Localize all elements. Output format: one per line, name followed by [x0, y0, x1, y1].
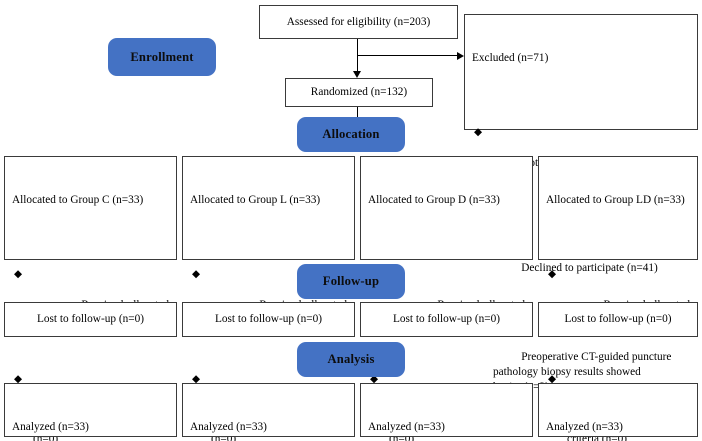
- stage-label-analysis: Analysis: [297, 342, 405, 377]
- diamond-bullet-icon: ◆: [192, 269, 201, 281]
- connector-branch-to-excluded: [357, 55, 458, 57]
- assessed-for-eligibility-box: Assessed for eligibility (n=203): [259, 5, 458, 39]
- stage-label-analysis-text: Analysis: [327, 352, 375, 366]
- allocation-box-group-d: Allocated to Group D (n=33) ◆ Received a…: [360, 156, 533, 441]
- followup-box-group-l: Lost to follow-up (n=0): [182, 302, 355, 337]
- analysis-content-group-l: Analyzed (n=33) ◆ Excluded from analysis…: [190, 390, 347, 441]
- analysis-content-group-c: Analyzed (n=33) ◆ Excluded from analysis…: [12, 390, 169, 441]
- analysis-box-group-l: Analyzed (n=33) ◆ Excluded from analysis…: [182, 383, 355, 437]
- arrow-into-excluded-icon: [457, 51, 464, 60]
- analysis-content-group-ld: Analyzed (n=33) ◆ Excluded from analysis…: [546, 390, 690, 441]
- followup-text: Lost to follow-up (n=0): [36, 313, 145, 326]
- excluded-lead: Excluded (n=71): [472, 51, 549, 64]
- connector-randomized-to-allocation: [357, 107, 359, 120]
- analysis-content-group-d: Analyzed (n=33) ◆ Excluded from analysis…: [368, 390, 525, 441]
- assessed-for-eligibility-text: Assessed for eligibility (n=203): [286, 15, 431, 28]
- diamond-bullet-icon: ◆: [548, 373, 557, 385]
- diamond-bullet-icon: ◆: [192, 373, 201, 385]
- list-item: ◆ Declined to participate (n=41): [472, 231, 690, 291]
- diamond-bullet-icon: ◆: [474, 127, 483, 139]
- arrow-into-randomized-icon: [353, 71, 361, 78]
- stage-label-allocation-text: Allocation: [322, 127, 380, 141]
- stage-label-followup: Follow-up: [297, 264, 405, 299]
- analysis-box-group-c: Analyzed (n=33) ◆ Excluded from analysis…: [4, 383, 177, 437]
- analysis-box-group-ld: Analyzed (n=33) ◆ Excluded from analysis…: [538, 383, 698, 437]
- excluded-box: Excluded (n=71) ◆ Not meeting inclusion …: [464, 14, 698, 393]
- randomized-box: Randomized (n=132): [285, 78, 433, 107]
- allocation-box-group-c: Allocated to Group C (n=33) ◆ Received a…: [4, 156, 177, 441]
- followup-box-group-c: Lost to follow-up (n=0): [4, 302, 177, 337]
- stage-label-enrollment: Enrollment: [108, 38, 216, 76]
- diamond-bullet-icon: ◆: [14, 373, 23, 385]
- stage-label-followup-text: Follow-up: [322, 274, 380, 288]
- allocation-lead: Allocated to Group D (n=33): [368, 193, 500, 206]
- stage-label-enrollment-text: Enrollment: [130, 49, 194, 64]
- analysis-lead: Analyzed (n=33): [546, 420, 623, 433]
- followup-text: Lost to follow-up (n=0): [392, 313, 501, 326]
- diamond-bullet-icon: ◆: [370, 373, 379, 385]
- allocation-lead: Allocated to Group LD (n=33): [546, 193, 685, 206]
- stage-label-allocation: Allocation: [297, 117, 405, 152]
- followup-box-group-d: Lost to follow-up (n=0): [360, 302, 533, 337]
- diamond-bullet-icon: ◆: [548, 269, 557, 281]
- list-item-text: Declined to participate (n=41): [521, 261, 658, 274]
- allocation-lead: Allocated to Group L (n=33): [190, 193, 321, 206]
- followup-text: Lost to follow-up (n=0): [564, 313, 672, 326]
- allocation-lead: Allocated to Group C (n=33): [12, 193, 144, 206]
- diamond-bullet-icon: ◆: [14, 269, 23, 281]
- followup-box-group-ld: Lost to follow-up (n=0): [538, 302, 698, 337]
- analysis-lead: Analyzed (n=33): [12, 420, 89, 433]
- allocation-box-group-ld: Allocated to Group LD (n=33) ◆ Received …: [538, 156, 698, 441]
- analysis-lead: Analyzed (n=33): [190, 420, 267, 433]
- followup-text: Lost to follow-up (n=0): [214, 313, 323, 326]
- allocation-box-group-l: Allocated to Group L (n=33) ◆ Received a…: [182, 156, 355, 441]
- randomized-text: Randomized (n=132): [310, 86, 408, 99]
- analysis-box-group-d: Analyzed (n=33) ◆ Excluded from analysis…: [360, 383, 533, 437]
- analysis-lead: Analyzed (n=33): [368, 420, 445, 433]
